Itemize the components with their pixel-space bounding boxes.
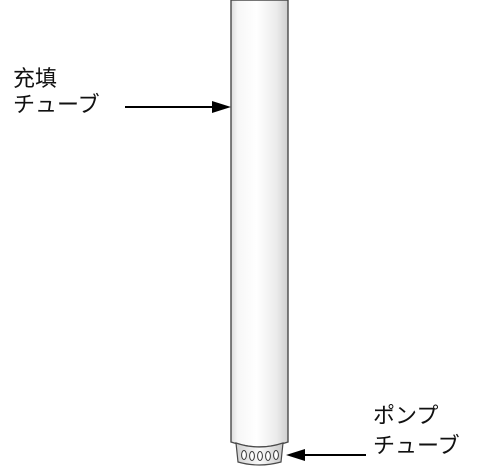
filling-tube xyxy=(230,0,289,448)
pump-tube-arrow xyxy=(286,449,366,461)
pump-tube-label-line1: ポンプ xyxy=(373,404,439,429)
pump-tube-label-line2: チューブ xyxy=(373,434,460,459)
pump-tube-port xyxy=(249,451,255,461)
filling-tube-body xyxy=(230,0,289,448)
pump-tube-port xyxy=(265,451,271,461)
pump-tube-port xyxy=(257,451,263,461)
pump-tube-port xyxy=(273,450,279,460)
fill-tube-arrow xyxy=(125,101,231,113)
pump-tube-fitting xyxy=(235,442,284,466)
pump-tube-port xyxy=(241,450,247,460)
filling-tube-label-line2: チューブ xyxy=(13,93,100,118)
filling-tube-label-line1: 充填 xyxy=(13,67,58,92)
